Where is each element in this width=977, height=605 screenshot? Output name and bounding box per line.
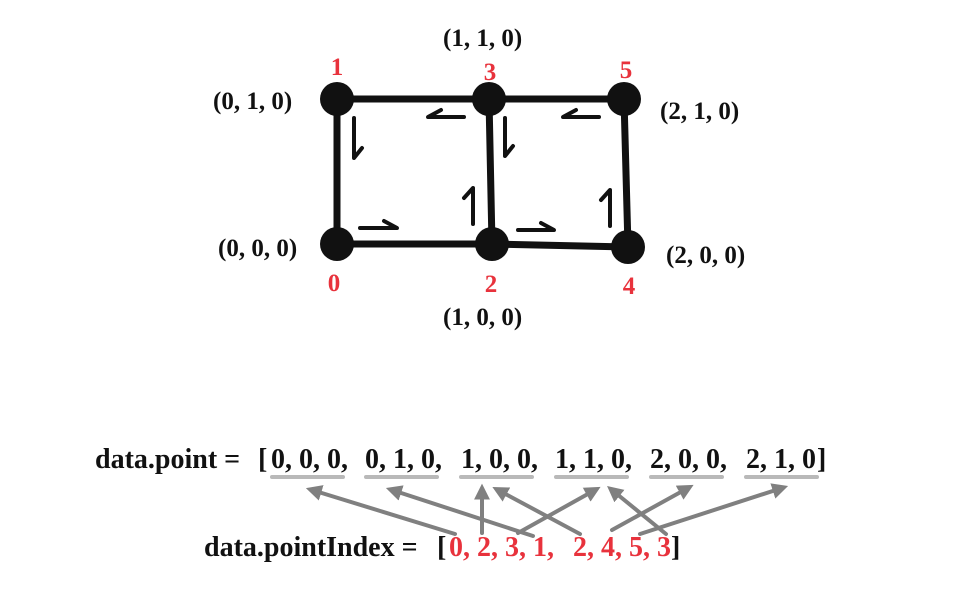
point-index-item-5: 4, [601,532,622,563]
map-arrow-4 [610,484,694,532]
half-arrow-down-left2 [503,116,515,158]
point-array-line: data.point = [ 0, 0, 0, 0, 1, 0, 1, 0, 0… [95,444,826,475]
point-group-3: 1, 1, 0, [555,444,632,475]
vertex-5 [607,82,641,116]
point-index-line: data.pointIndex = [ 0, 2, 3, 1, 2, 4, 5,… [204,532,680,563]
vertex-coord-2: (1, 0, 0) [443,304,522,331]
edge-2-4 [488,240,632,251]
vertex-coord-1: (0, 1, 0) [213,88,292,115]
vertex-coord-5: (2, 1, 0) [660,98,739,125]
point-index-item-4: 2, [573,532,594,563]
half-arrow-right-bottom1 [358,219,399,230]
edge-4-5 [620,95,632,251]
half-arrow-left-top1 [426,108,466,119]
map-arrow-1 [385,485,535,538]
point-index-close-bracket: ] [671,532,680,563]
half-arrow-up-right2 [599,188,612,228]
point-index-item-7: 3 [657,532,671,563]
point-index-item-1: 2, [477,532,498,563]
map-arrow-3a [516,486,601,535]
vertex-index-0: 0 [328,270,341,297]
point-index-item-2: 3, [505,532,526,563]
mesh-edges [333,95,632,251]
half-arrow-up-right1 [462,186,475,226]
map-arrow-3b [607,485,668,536]
vertex-coord-labels: (0, 0, 0) (0, 1, 0) (1, 0, 0) (1, 1, 0) … [213,25,745,331]
point-group-0: 0, 0, 0, [271,444,348,475]
vertex-2 [475,227,509,261]
vertex-index-1: 1 [331,54,344,81]
point-group-4: 2, 0, 0, [650,444,727,475]
vertex-0 [320,227,354,261]
point-group-1: 0, 1, 0, [365,444,442,475]
vertex-coord-3: (1, 1, 0) [443,25,522,52]
point-array-label: data.point = [95,444,240,475]
vertex-coord-4: (2, 0, 0) [666,242,745,269]
map-arrow-0 [305,485,457,536]
point-index-label: data.pointIndex = [204,532,418,563]
vertex-index-2: 2 [485,271,498,298]
point-array-close-bracket: ] [817,444,826,475]
point-array-open-bracket: [ [258,444,267,475]
map-arrow-2b [492,486,582,536]
half-arrow-right-bottom2 [516,221,556,232]
index-mapping-arrows [305,483,789,538]
vertex-index-4: 4 [623,273,636,300]
point-index-open-bracket: [ [437,532,446,563]
point-group-5: 2, 1, 0 [746,444,816,475]
half-arrow-left-top2 [561,108,601,119]
vertex-coord-0: (0, 0, 0) [218,235,297,262]
vertex-index-3: 3 [484,59,497,86]
map-arrow-5 [638,483,789,536]
vertex-index-labels: 0 1 2 3 4 5 [328,54,636,300]
vertex-3 [472,82,506,116]
mesh-vertices [320,82,645,264]
point-index-item-3: 1, [533,532,554,563]
winding-arrows [352,108,612,232]
edge-2-3 [485,95,496,248]
vertex-4 [611,230,645,264]
vertex-index-5: 5 [620,57,633,84]
half-arrow-down-left1 [352,116,364,160]
point-group-2: 1, 0, 0, [461,444,538,475]
point-index-item-0: 0, [449,532,470,563]
point-index-item-6: 5, [629,532,650,563]
vertex-1 [320,82,354,116]
